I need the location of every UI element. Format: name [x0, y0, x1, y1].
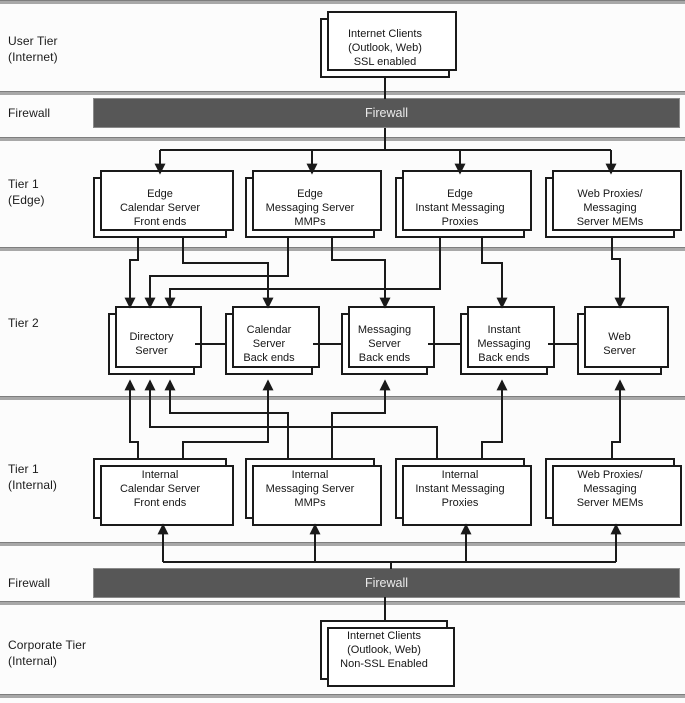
row-label-corporate-tier: Corporate Tier (Internal): [8, 638, 87, 668]
firewall-bar-top: Firewall: [93, 98, 680, 128]
node-calendar-back-ends: Calendar Server Back ends: [225, 306, 320, 375]
row-label-user-tier: User Tier (Internet): [8, 34, 58, 64]
node-edge-messaging-server: Edge Messaging Server MMPs: [245, 170, 382, 238]
node-label: Web Proxies/ Messaging Server MEMs: [576, 187, 644, 228]
node-internal-instant-messaging: Internal Instant Messaging Proxies: [395, 458, 532, 526]
node-internal-calendar-server: Internal Calendar Server Front ends: [93, 458, 234, 526]
node-label: Calendar Server Back ends: [243, 324, 295, 364]
row-label-firewall-bottom: Firewall: [8, 576, 51, 590]
node-edge-calendar-server: Edge Calendar Server Front ends: [93, 170, 234, 238]
tier-separator: [0, 542, 685, 546]
node-label: Internal Calendar Server Front ends: [119, 468, 201, 509]
node-internet-clients-ssl: Internet Clients (Outlook, Web) SSL enab…: [320, 11, 457, 78]
row-label-tier1-edge: Tier 1 (Edge): [8, 177, 45, 207]
node-label: Directory Server: [129, 331, 174, 357]
node-label: Internet Clients (Outlook, Web) Non-SSL …: [340, 630, 428, 670]
node-web-server: Web Server: [577, 306, 669, 375]
node-edge-web-proxies: Web Proxies/ Messaging Server MEMs: [545, 170, 682, 238]
node-label: Edge Messaging Server MMPs: [265, 187, 355, 228]
tier-separator: [0, 396, 685, 400]
row-label-tier1-internal: Tier 1 (Internal): [8, 462, 58, 492]
node-messaging-back-ends: Messaging Server Back ends: [341, 306, 435, 375]
node-directory-server: Directory Server: [108, 306, 202, 375]
firewall-bar-label: Firewall: [364, 106, 409, 120]
tier-separator: [0, 601, 685, 605]
node-label: Edge Calendar Server Front ends: [119, 187, 201, 228]
node-instant-messaging-back-ends: Instant Messaging Back ends: [460, 306, 555, 375]
row-label-tier2: Tier 2: [8, 316, 39, 330]
row-label-firewall-top: Firewall: [8, 106, 51, 120]
node-internet-clients-nonssl: Internet Clients (Outlook, Web) Non-SSL …: [320, 620, 455, 687]
tier-separator: [0, 247, 685, 251]
node-label: Instant Messaging Back ends: [477, 324, 531, 364]
node-label: Internet Clients (Outlook, Web) SSL enab…: [348, 28, 422, 68]
node-internal-web-proxies: Web Proxies/ Messaging Server MEMs: [545, 458, 682, 526]
tier-separator: [0, 91, 685, 95]
node-label: Edge Instant Messaging Proxies: [415, 187, 505, 228]
firewall-bar-bottom: Firewall: [93, 568, 680, 598]
node-label: Web Server: [603, 331, 636, 357]
node-internal-messaging-server: Internal Messaging Server MMPs: [245, 458, 382, 526]
tier-separator: [0, 694, 685, 698]
node-label: Internal Messaging Server MMPs: [265, 468, 355, 509]
tier-separator: [0, 137, 685, 141]
node-label: Internal Instant Messaging Proxies: [415, 468, 505, 509]
node-edge-instant-messaging: Edge Instant Messaging Proxies: [395, 170, 532, 238]
tier-separator: [0, 0, 685, 4]
firewall-bar-label: Firewall: [364, 576, 409, 590]
node-label: Messaging Server Back ends: [357, 324, 412, 364]
node-label: Web Proxies/ Messaging Server MEMs: [576, 468, 644, 509]
